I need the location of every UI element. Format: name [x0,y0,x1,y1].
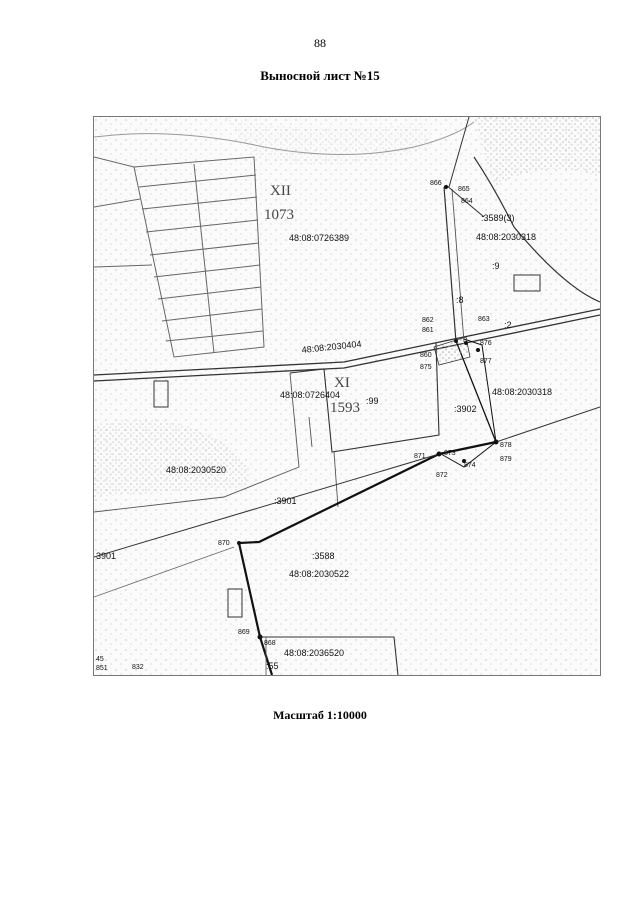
point-label: 874 [464,462,476,469]
point-label: 868 [264,640,276,647]
parcel-number: 48:08:2030318 [492,387,552,397]
parcel-boundary [308,416,313,448]
vegetation-area [474,117,600,187]
parcel-boundary [443,186,457,343]
point-label: 871 [414,453,426,460]
point-label: 866 [430,180,442,187]
parcel-boundary [495,406,600,443]
parcel-number: 48:08:2030318 [476,232,536,242]
vegetation-area [224,117,434,165]
terrain-texture [94,117,600,675]
parcel-number: 48:08:0726404 [280,390,340,400]
point-label: 872 [436,472,448,479]
point-label: 861 [422,327,434,334]
point-label: 45 [96,656,104,663]
contour-line [94,121,475,155]
parcel-boundary [94,453,440,558]
zone-label: :9 [492,261,500,271]
point-label: 879 [500,456,512,463]
point-label: 876 [480,340,492,347]
parcel-number: 48:08:2030520 [166,465,226,475]
point-label: 832 [132,664,144,671]
point-label: 878 [500,442,512,449]
parcel-boundary [451,188,465,343]
parcel-boundary [94,546,235,598]
point-label: 873 [444,450,456,457]
parcel-number: 48:08:2030522 [289,569,349,579]
sheet-title: Выносной лист №15 [260,68,380,83]
parcel-boundary [260,636,399,675]
building [153,380,169,408]
parcel-number: 48:08:2036520 [284,648,344,658]
point-label: 863 [478,316,490,323]
point-label: 869 [238,629,250,636]
zone-label: :55 [266,661,279,671]
point-label: 865 [458,186,470,193]
parcel-boundary [448,117,470,188]
road-edge [94,314,600,382]
zone-label: :99 [366,396,379,406]
parcel-boundary [445,184,485,218]
point-label: 860 [420,352,432,359]
zone-label: 3901 [96,551,116,561]
boundary-points [237,185,499,640]
map-frame: 48:08:0726389 48:08:2030318 48:08:203031… [93,116,601,676]
zone-label: :3901 [274,496,297,506]
building [513,274,541,292]
zone-label: :3902 [454,404,477,414]
parcel-boundary [333,451,339,508]
scale-label: Масштаб 1:10000 [273,708,367,722]
point-label: 862 [422,317,434,324]
zone-label: :3589(3) [481,213,515,223]
point-label: 864 [461,198,473,205]
parcel-number: 48:08:0726389 [289,233,349,243]
parcel-boundary [289,342,440,453]
quarter-number: 1593 [330,400,360,416]
quarter-number: 1073 [264,207,294,223]
road-edge [94,308,600,376]
parcel-boundary [473,156,600,303]
point-label: 877 [480,358,492,365]
point-label: 875 [420,364,432,371]
vegetation-area [94,419,250,497]
garden-plots [94,156,265,358]
parcel-boundary [94,372,300,513]
zone-label: :2 [504,320,512,330]
point-label: 870 [218,540,230,547]
quarter-label: XI [334,375,350,391]
zone-label: :3588 [312,551,335,561]
cadastral-map: 48:08:0726389 48:08:2030318 48:08:203031… [94,117,600,675]
page-number: 88 [314,36,326,50]
zone-label: :8 [456,295,464,305]
building [227,588,243,618]
quarter-label: XII [270,183,291,199]
point-label: 851 [96,665,108,672]
